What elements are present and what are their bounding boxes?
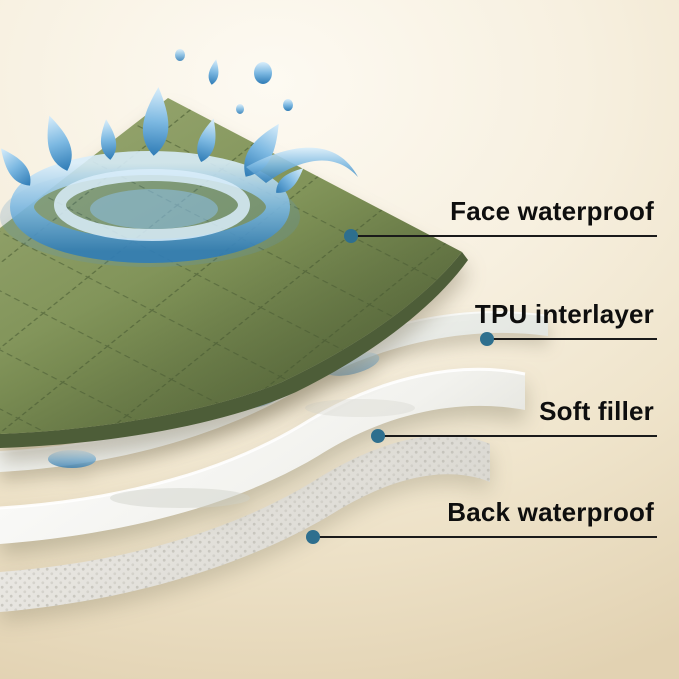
callout-line <box>313 536 657 538</box>
callout-dot <box>371 429 385 443</box>
callout-label: TPU interlayer <box>474 299 654 329</box>
callout-label: Face waterproof <box>450 196 654 226</box>
callout-dot <box>344 229 358 243</box>
callout-line <box>378 435 657 437</box>
callout-label: Back waterproof <box>447 497 654 527</box>
callout-label: Soft filler <box>539 396 654 426</box>
water-splash <box>0 49 358 267</box>
callout-soft-filler: Soft filler <box>371 395 657 443</box>
callout-face-waterproof: Face waterproof <box>344 195 657 243</box>
callout-dot <box>480 332 494 346</box>
callout-dot <box>306 530 320 544</box>
flying-droplets <box>175 49 293 114</box>
callout-tpu-interlayer: TPU interlayer <box>475 298 657 346</box>
callout-line <box>351 235 657 237</box>
callout-line <box>487 338 657 340</box>
layer-back-waterproof <box>0 435 490 612</box>
callout-back-waterproof: Back waterproof <box>306 496 657 544</box>
layer-soft-filler <box>0 367 526 544</box>
